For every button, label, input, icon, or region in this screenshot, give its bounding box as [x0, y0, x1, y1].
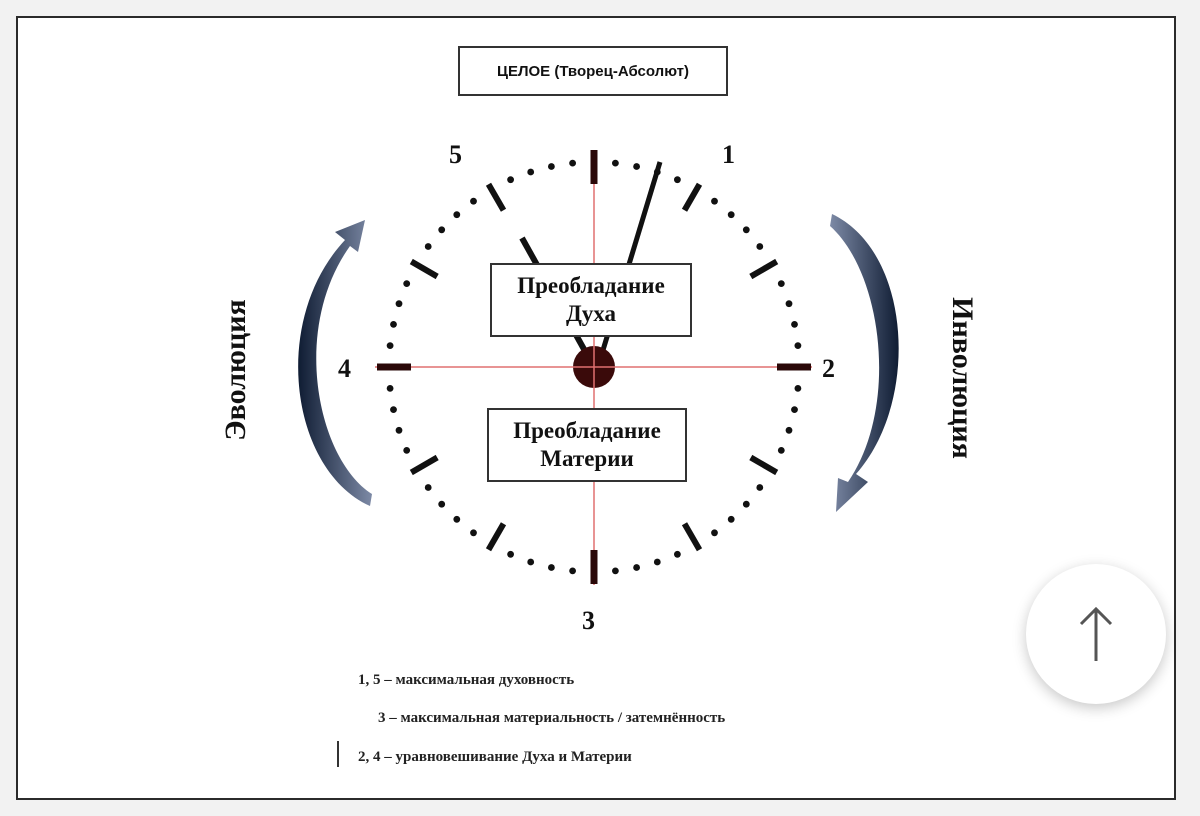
hour-tick-mark [681, 522, 703, 552]
arrow-up-icon [1079, 606, 1113, 661]
rim-dot [390, 406, 397, 413]
curved-arrow-down-icon [830, 214, 899, 512]
hour-tick-mark [485, 522, 507, 552]
matter-box-line1: Преобладание [513, 418, 661, 443]
rim-dot [569, 567, 576, 575]
clock-number-3: 3 [582, 606, 595, 635]
hour-tick-mark [409, 454, 439, 476]
rim-dot [548, 564, 555, 571]
spirit-predominance-box: Преобладание Духа [490, 263, 692, 337]
rim-dot [569, 159, 576, 167]
rim-dot [470, 197, 477, 205]
rim-dot [785, 300, 793, 308]
rim-dot [756, 484, 764, 491]
evolution-label: Эволюция [219, 299, 252, 441]
rim-dot [791, 321, 798, 328]
hour-tick-mark [681, 182, 703, 212]
rim-dot [527, 168, 535, 176]
rim-dot [727, 211, 735, 219]
rim-dot [527, 558, 535, 566]
rim-dot [386, 342, 394, 349]
rim-dot [727, 515, 735, 523]
rim-dot [742, 500, 750, 508]
matter-box-line2: Материи [540, 446, 634, 471]
rim-dot [791, 406, 798, 413]
spirit-box-line1: Преобладание [517, 273, 665, 298]
rim-dot [507, 176, 514, 184]
rim-dot [403, 447, 411, 454]
rim-dot [470, 529, 477, 537]
rim-dot [777, 280, 785, 287]
rim-dot [612, 567, 619, 575]
rim-dot [390, 321, 397, 328]
rim-dot [794, 385, 802, 392]
whole-creator-absolute-label: ЦЕЛОЕ (Творец-Абсолют) [458, 46, 728, 96]
rim-dot [386, 385, 394, 392]
involution-label: Инволюция [946, 297, 979, 459]
clock-number-4: 4 [338, 354, 351, 383]
clock-number-2: 2 [822, 354, 835, 383]
rim-dot [403, 280, 411, 287]
rim-dot [777, 447, 785, 454]
rim-dot [438, 226, 446, 234]
rim-dot [453, 211, 461, 219]
rim-dot [395, 300, 403, 308]
rim-dot [711, 197, 718, 205]
hour-tick-mark [485, 182, 507, 212]
clock-number-5: 5 [449, 140, 462, 169]
rim-dot [395, 426, 403, 434]
rim-dot [674, 176, 681, 184]
legend-line-2: 3 – максимальная материальность / затемн… [378, 710, 726, 726]
legend-line-3: 2, 4 – уравновешивание Духа и Материи [358, 749, 632, 765]
curved-arrow-up-icon [298, 220, 372, 506]
rim-dot [424, 484, 432, 491]
rim-dot [633, 163, 640, 170]
rim-dot [653, 558, 661, 566]
matter-predominance-box: Преобладание Материи [487, 408, 687, 482]
rim-dot [785, 426, 793, 434]
rim-dot [711, 529, 718, 537]
rim-dot [453, 515, 461, 523]
scroll-to-top-button[interactable] [1026, 564, 1166, 704]
legend-line-1: 1, 5 – максимальная духовность [358, 672, 575, 688]
rim-dot [424, 243, 432, 250]
rim-dot [742, 226, 750, 234]
rim-dot [674, 550, 681, 558]
clock-number-1: 1 [722, 140, 735, 169]
hour-tick-mark [749, 258, 779, 280]
spirit-box-line2: Духа [565, 301, 617, 326]
rim-dot [507, 550, 514, 558]
hour-tick-mark [409, 258, 439, 280]
rim-dot [612, 159, 619, 167]
rim-dot [633, 564, 640, 571]
rim-dot [756, 243, 764, 250]
legend-marker-bar [337, 741, 339, 767]
rim-dot [794, 342, 802, 349]
rim-dot [438, 500, 446, 508]
hour-tick-mark [749, 454, 779, 476]
clock-tick-marks [377, 150, 811, 584]
rim-dot [548, 163, 555, 170]
